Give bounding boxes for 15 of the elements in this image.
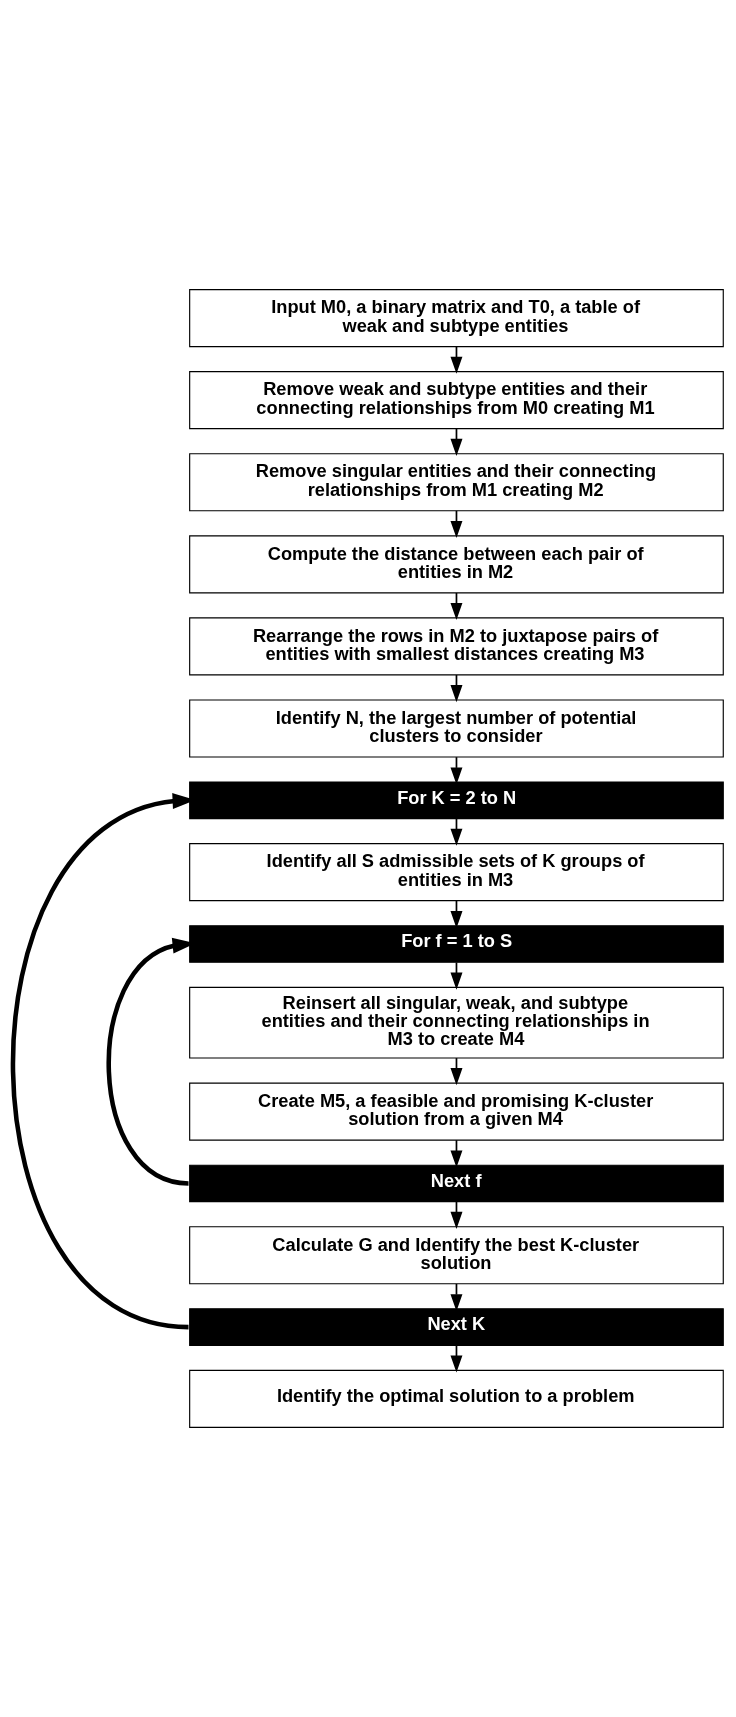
node-box: For K = 2 to N bbox=[189, 781, 724, 820]
node-box: Input M0, a binary matrix and T0, a table of weak and subtype entities bbox=[189, 289, 724, 348]
node-box: For f = 1 to S bbox=[189, 925, 724, 963]
node-box: Compute the distance between each pair of entities in M2 bbox=[189, 535, 724, 594]
node-box: Next K bbox=[189, 1308, 724, 1346]
node-box: Next f bbox=[189, 1164, 724, 1203]
node-box: Identify N, the largest number of potential clusters to consider bbox=[189, 699, 724, 758]
node-box: Rearrange the rows in M2 to juxtapose pairs of entities with smallest distances creating M3 bbox=[189, 617, 724, 676]
node-box: Reinsert all singular, weak, and subtype entities and their connecting relationships in M3 to create M4 bbox=[189, 986, 724, 1059]
node-box: Create M5, a feasible and promising K-cluster solution from a given M4 bbox=[189, 1082, 724, 1141]
node-box: Identify the optimal solution to a problem bbox=[189, 1369, 724, 1428]
node-box: Calculate G and Identify the best K-cluster solution bbox=[189, 1226, 724, 1285]
node-box: Remove singular entities and their connecting relationships from M1 creating M2 bbox=[189, 453, 724, 512]
node-box: Remove weak and subtype entities and their connecting relationships from M0 creating M1 bbox=[189, 371, 724, 430]
node-box: Identify all S admissible sets of K groups of entities in M3 bbox=[189, 843, 724, 902]
